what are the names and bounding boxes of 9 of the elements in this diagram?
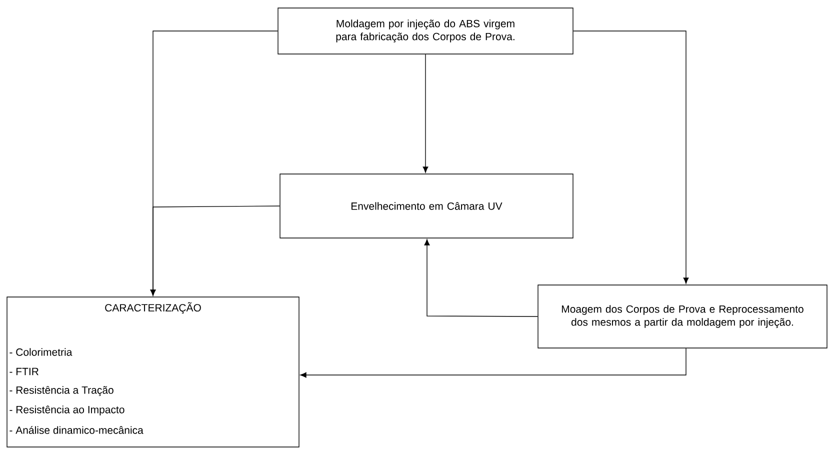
arrow [422,54,428,173]
arrow [150,206,280,296]
arrow [300,348,686,378]
arrow [573,30,689,284]
arrow [424,239,538,317]
process-box: CARACTERIZAÇÃO - Colorimetria - FTIR - Resistência a Tração - Resistência ao Impacto - Análise dinamico-mecânica [6,296,300,448]
process-box: Moagem dos Corpos de Prova e Reprocessamento dos mesmos a partir da moldagem por injeção. [538,284,828,348]
process-box: Envelhecimento em Câmara UV [280,174,574,238]
process-box: Moldagem por injeção do ABS virgem para fabricação dos Corpos de Prova. [278,8,574,54]
